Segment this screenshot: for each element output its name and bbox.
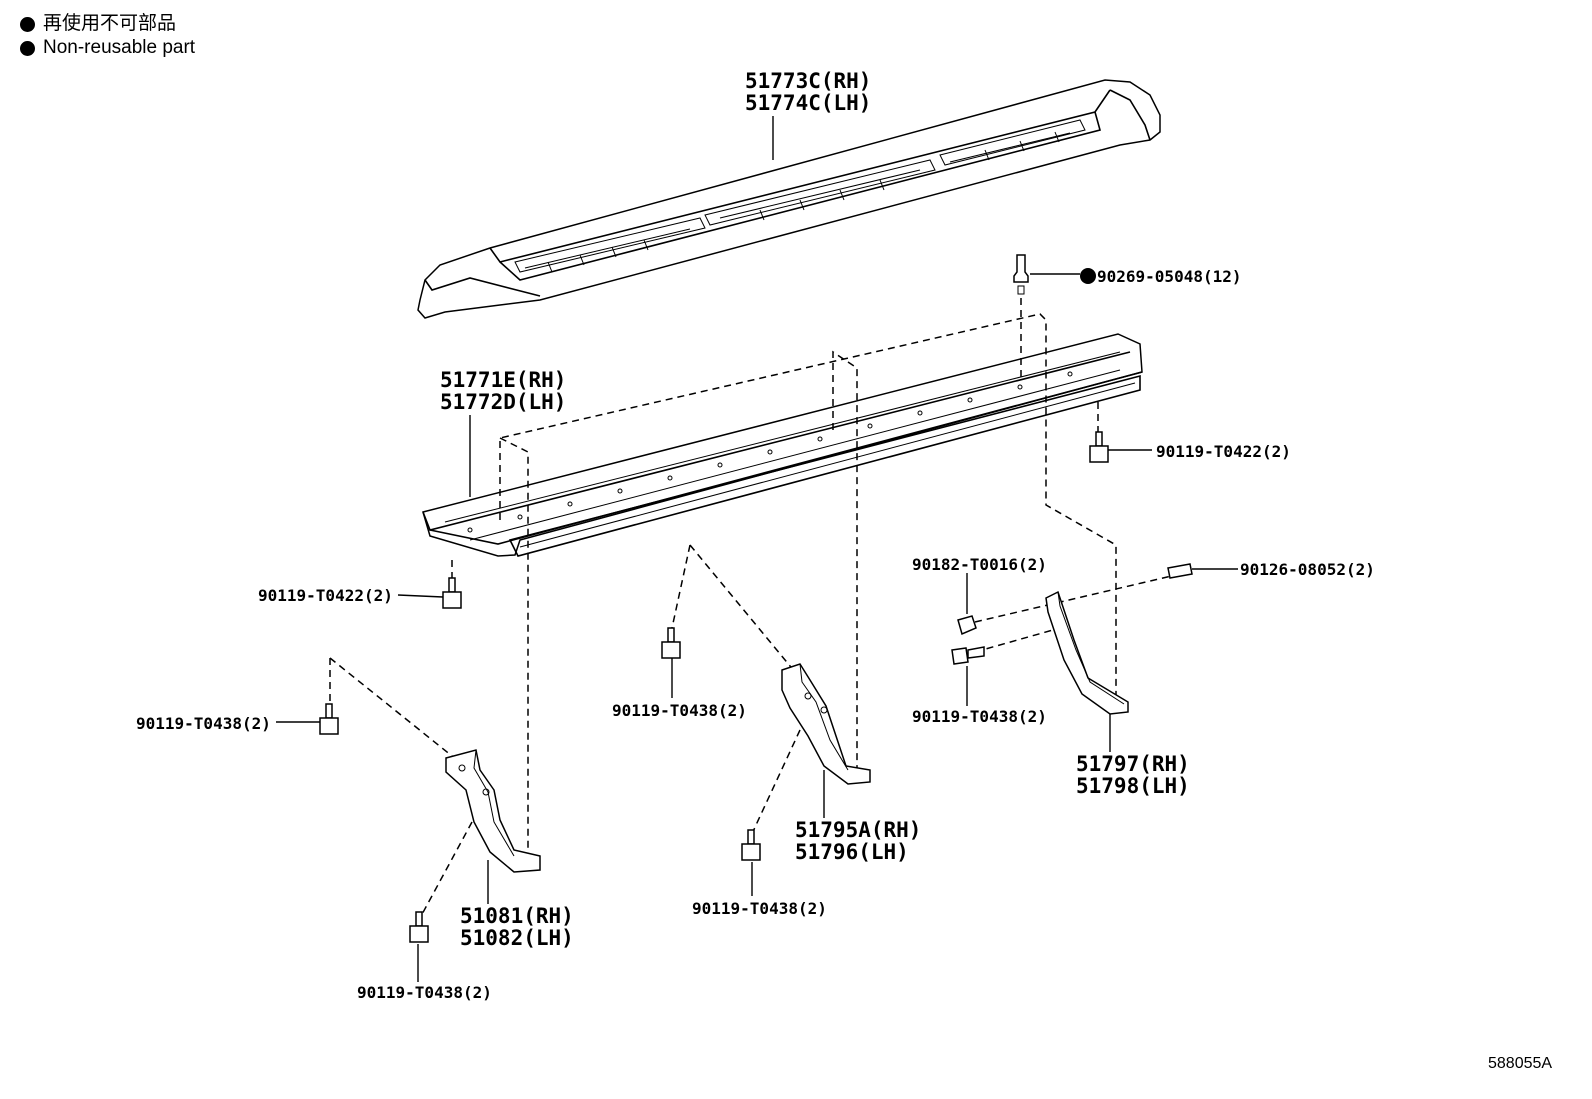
label-51772d: 51772D(LH) <box>440 390 566 414</box>
label-90119-t0438-bcenter: 90119-T0438(2) <box>692 899 827 918</box>
label-51796: 51796(LH) <box>795 840 909 864</box>
label-90182: 90182-T0016(2) <box>912 555 1047 574</box>
label-51774c: 51774C(LH) <box>745 91 871 115</box>
label-90119-t0438-right: 90119-T0438(2) <box>912 707 1047 726</box>
non-reusable-dot-icon <box>1080 268 1096 284</box>
label-51797: 51797(RH) <box>1076 752 1190 776</box>
reference-code: 588055A <box>1488 1055 1552 1072</box>
guide-lines <box>329 298 1181 919</box>
rail-bracket <box>422 333 1143 557</box>
bracket-51795a <box>781 663 871 785</box>
label-51082: 51082(LH) <box>460 926 574 950</box>
label-90119-t0422-right: 90119-T0422(2) <box>1156 442 1291 461</box>
legend-row-en: Non-reusable part <box>20 36 195 60</box>
legend-jp-text: 再使用不可部品 <box>43 13 177 34</box>
bracket-51081 <box>445 749 541 873</box>
label-51771e: 51771E(RH) <box>440 368 566 392</box>
label-90119-t0438-left: 90119-T0438(2) <box>136 714 271 733</box>
bracket-51797 <box>1045 590 1129 715</box>
label-90126: 90126-08052(2) <box>1240 560 1375 579</box>
non-reusable-dot-icon <box>20 40 35 56</box>
bolt-90119-t0438-r <box>951 646 985 665</box>
label-90119-t0422-left: 90119-T0422(2) <box>258 586 393 605</box>
label-51773c: 51773C(RH) <box>745 69 871 93</box>
stud-90126 <box>1167 563 1193 579</box>
label-90119-t0438-center: 90119-T0438(2) <box>612 701 747 720</box>
legend: 再使用不可部品 Non-reusable part <box>20 12 195 60</box>
label-51798: 51798(LH) <box>1076 774 1190 798</box>
bolt-90119-t0438-bc <box>741 829 761 861</box>
nut-90182 <box>957 615 977 636</box>
bolt-90119-t0422-right <box>1089 431 1109 463</box>
bolt-90119-t0438-c <box>661 627 681 659</box>
leader-lines <box>276 116 1238 982</box>
non-reusable-dot-icon <box>20 16 35 32</box>
legend-en-text: Non-reusable part <box>43 37 196 58</box>
bolt-90119-t0438-l <box>319 703 339 735</box>
label-90119-t0438-bleft: 90119-T0438(2) <box>357 983 492 1002</box>
running-board-step <box>417 79 1161 319</box>
bolt-90119-t0422-left <box>442 577 462 609</box>
legend-row-jp: 再使用不可部品 <box>20 12 195 36</box>
label-51795a: 51795A(RH) <box>795 818 921 842</box>
label-51081: 51081(RH) <box>460 904 574 928</box>
rivet-90269 <box>1013 254 1029 295</box>
label-90269: 90269-05048(12) <box>1097 267 1242 286</box>
bolt-90119-t0438-bl <box>409 911 429 943</box>
